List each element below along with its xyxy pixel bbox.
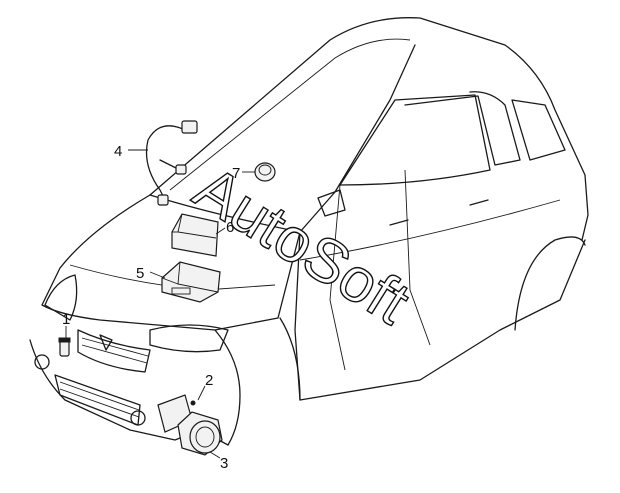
headlight-right xyxy=(149,324,229,353)
callout-1: 1 xyxy=(62,311,70,328)
headlight-left xyxy=(44,274,78,321)
side-body xyxy=(294,231,586,401)
part-1-sensor xyxy=(58,337,71,357)
callout-2: 2 xyxy=(205,372,213,389)
front-fascia xyxy=(29,274,229,446)
front-bumper xyxy=(29,339,229,446)
rear-door-window xyxy=(404,91,521,166)
front-wheel-arch-outer xyxy=(279,317,301,401)
lower-grille xyxy=(54,374,141,426)
side-crease xyxy=(299,199,561,261)
part-5-module xyxy=(161,261,221,303)
callout-3: 3 xyxy=(220,455,228,472)
callout-7: 7 xyxy=(232,165,240,182)
part-4-wiring-harness xyxy=(145,120,198,206)
door-line-front xyxy=(329,184,346,371)
callout-5: 5 xyxy=(136,265,144,282)
part-3-horn xyxy=(177,411,223,456)
grille-bars xyxy=(81,337,149,364)
front-wheel-arch xyxy=(214,329,241,446)
autosoft-watermark: AutoSoft xyxy=(183,153,421,338)
door-line-rear xyxy=(404,169,431,346)
windshield-inner xyxy=(169,38,411,191)
front-door-window xyxy=(339,94,491,186)
roof-outline xyxy=(149,17,589,241)
car-body xyxy=(41,17,589,446)
door-handle-front xyxy=(389,219,409,226)
grille xyxy=(77,329,151,373)
badge xyxy=(99,334,113,351)
rear-quarter-window xyxy=(511,99,566,161)
rear-wheel-arch xyxy=(514,236,586,331)
lower-grille-bars xyxy=(59,381,140,418)
hood-outline xyxy=(41,194,301,331)
part-6-control-unit xyxy=(171,213,219,257)
door-handle-rear xyxy=(469,199,489,206)
leader-lines xyxy=(65,149,255,459)
side-mirror xyxy=(317,189,346,217)
callout-6: 6 xyxy=(226,219,234,236)
fog-light-left xyxy=(34,354,50,370)
fog-light-right xyxy=(130,410,146,426)
callout-4: 4 xyxy=(114,143,122,160)
